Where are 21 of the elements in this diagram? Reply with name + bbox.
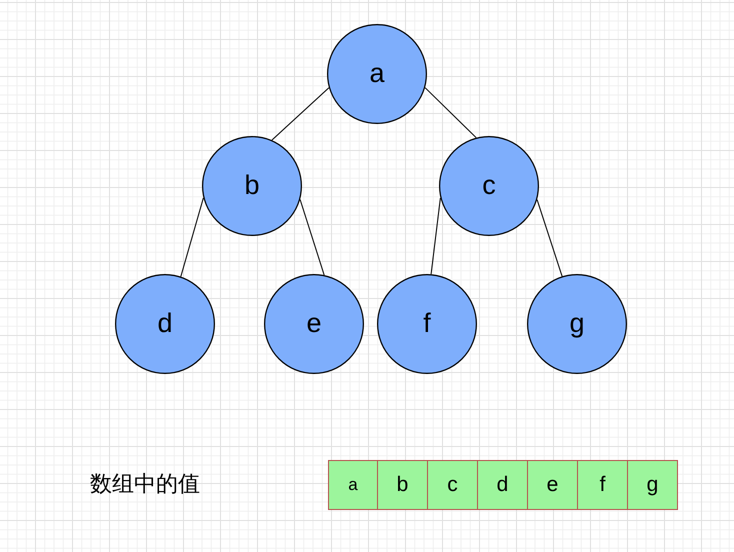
array-cell: f	[578, 460, 628, 510]
array-cell: g	[628, 460, 678, 510]
connector-line	[536, 199, 563, 277]
connector-line	[430, 197, 441, 275]
caption-text: 数组中的值	[90, 472, 200, 498]
array-cell: e	[528, 460, 578, 510]
tree-node-circle: e	[264, 274, 364, 374]
array-cell: d	[478, 460, 528, 510]
connector-line	[180, 197, 204, 278]
connector-line	[300, 199, 325, 276]
connector-line	[424, 87, 477, 138]
array-cell: c	[428, 460, 478, 510]
tree-node-circle: a	[327, 24, 427, 124]
tree-node-circle: f	[377, 274, 477, 374]
tree-node-circle: c	[439, 136, 539, 236]
array-cell: a	[328, 460, 378, 510]
tree-node-circle: g	[527, 274, 627, 374]
tree-node-circle: d	[115, 274, 215, 374]
array-cell: b	[378, 460, 428, 510]
tree-node-circle: b	[202, 136, 302, 236]
connector-line	[271, 87, 330, 141]
